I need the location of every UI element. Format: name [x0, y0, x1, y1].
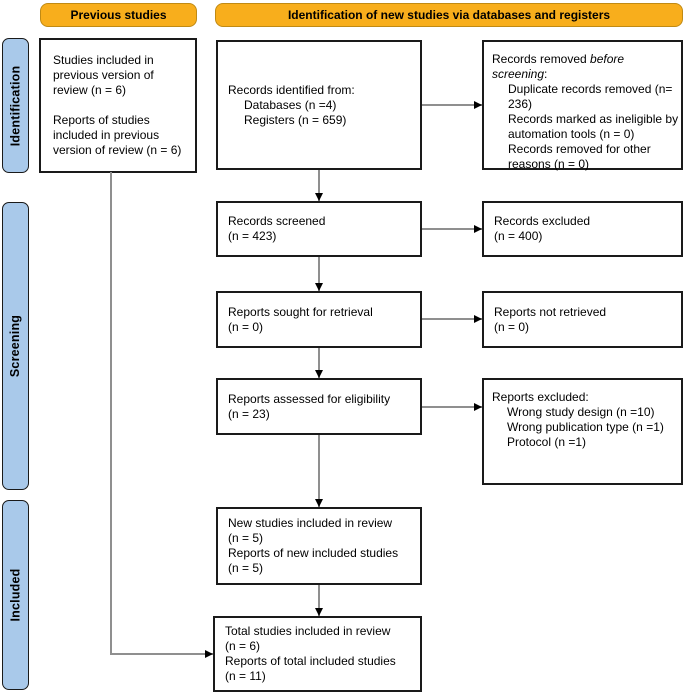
reports-assessed-count: (n = 23) [228, 406, 270, 421]
stage-bar-screening: Screening [2, 202, 29, 490]
reports-assessed-box: Reports assessed for eligibility (n = 23… [216, 378, 422, 435]
banner-previous-studies-label: Previous studies [70, 8, 167, 22]
reports-excluded-protocol: Protocol (n =1) [507, 435, 587, 449]
new-studies-included-box: New studies included in review (n = 5) R… [216, 507, 422, 585]
reports-not-retrieved-box: Reports not retrieved (n = 0) [482, 291, 683, 348]
reports-sought-line1: Reports sought for retrieval [228, 304, 373, 319]
records-identified-box: Records identified from: Databases (n =4… [216, 40, 422, 170]
records-screened-box: Records screened (n = 423) [216, 201, 422, 257]
records-removed-box: Records removed before screening: Duplic… [482, 40, 683, 171]
total-included-count1: (n = 6) [225, 639, 261, 653]
arrow-identified-to-screened [315, 170, 323, 201]
arrow-screened-to-excluded [422, 225, 482, 233]
banner-identification-new-studies-label: Identification of new studies via databa… [287, 8, 611, 22]
total-included-line1: Total studies included in review [225, 624, 391, 638]
banner-previous-studies: Previous studies [40, 3, 197, 27]
stage-bar-included: Included [2, 500, 29, 690]
reports-excluded-box: Reports excluded: Wrong study design (n … [482, 378, 683, 485]
arrow-sought-to-assessed [315, 348, 323, 378]
reports-not-retrieved-line1: Reports not retrieved [494, 304, 607, 319]
stage-label-screening: Screening [8, 314, 23, 378]
stage-label-included: Included [8, 568, 23, 622]
stage-label-identification: Identification [8, 65, 23, 146]
previous-studies-para2: Reports of studies included in previous … [53, 113, 182, 157]
arrow-identified-to-removed [422, 101, 482, 109]
new-included-count1: (n = 5) [228, 531, 264, 545]
records-removed-title: Records removed before screening: [492, 52, 625, 81]
arrow-sought-to-not-retrieved [422, 315, 482, 323]
records-identified-registers: Registers (n = 659) [244, 112, 347, 127]
elbow-line-previous-to-total-vertical [110, 172, 112, 654]
arrow-screened-to-sought [315, 257, 323, 291]
records-screened-line1: Records screened [228, 214, 326, 228]
records-removed-automation: Records marked as ineligible by automati… [508, 112, 679, 141]
records-identified-databases: Databases (n =4) [244, 97, 337, 112]
previous-studies-box: Studies included in previous version of … [39, 38, 197, 173]
reports-excluded-wrong-type: Wrong publication type (n =1) [507, 420, 664, 434]
records-excluded-line1: Records excluded [494, 214, 591, 228]
reports-excluded-wrong-design: Wrong study design (n =10) [507, 405, 655, 419]
records-removed-other: Records removed for other reasons (n = 0… [508, 142, 651, 171]
total-included-count2: (n = 11) [225, 669, 266, 683]
previous-studies-para1: Studies included in previous version of … [53, 53, 154, 97]
arrow-assessed-to-new-included [315, 435, 323, 507]
records-screened-count: (n = 423) [228, 229, 277, 243]
new-included-count2: (n = 5) [228, 561, 264, 575]
reports-assessed-line1: Reports assessed for eligibility [228, 391, 391, 406]
total-included-line2: Reports of total included studies [225, 654, 396, 668]
reports-sought-count: (n = 0) [228, 319, 264, 334]
reports-not-retrieved-count: (n = 0) [494, 319, 530, 334]
new-included-line1: New studies included in review [228, 516, 393, 530]
records-identified-title: Records identified from: [228, 82, 355, 97]
reports-excluded-title: Reports excluded: [492, 390, 589, 404]
banner-identification-new-studies: Identification of new studies via databa… [215, 3, 683, 27]
records-removed-duplicates: Duplicate records removed (n= 236) [508, 82, 673, 111]
total-studies-included-box: Total studies included in review (n = 6)… [213, 616, 422, 692]
arrow-assessed-to-reports-excluded [422, 403, 482, 411]
arrow-previous-to-total [110, 650, 213, 658]
records-excluded-count: (n = 400) [494, 229, 543, 243]
arrow-new-included-to-total [315, 585, 323, 616]
reports-sought-box: Reports sought for retrieval (n = 0) [216, 291, 422, 348]
records-excluded-box: Records excluded (n = 400) [482, 201, 683, 257]
new-included-line2: Reports of new included studies [228, 546, 399, 560]
stage-bar-identification: Identification [2, 38, 29, 173]
